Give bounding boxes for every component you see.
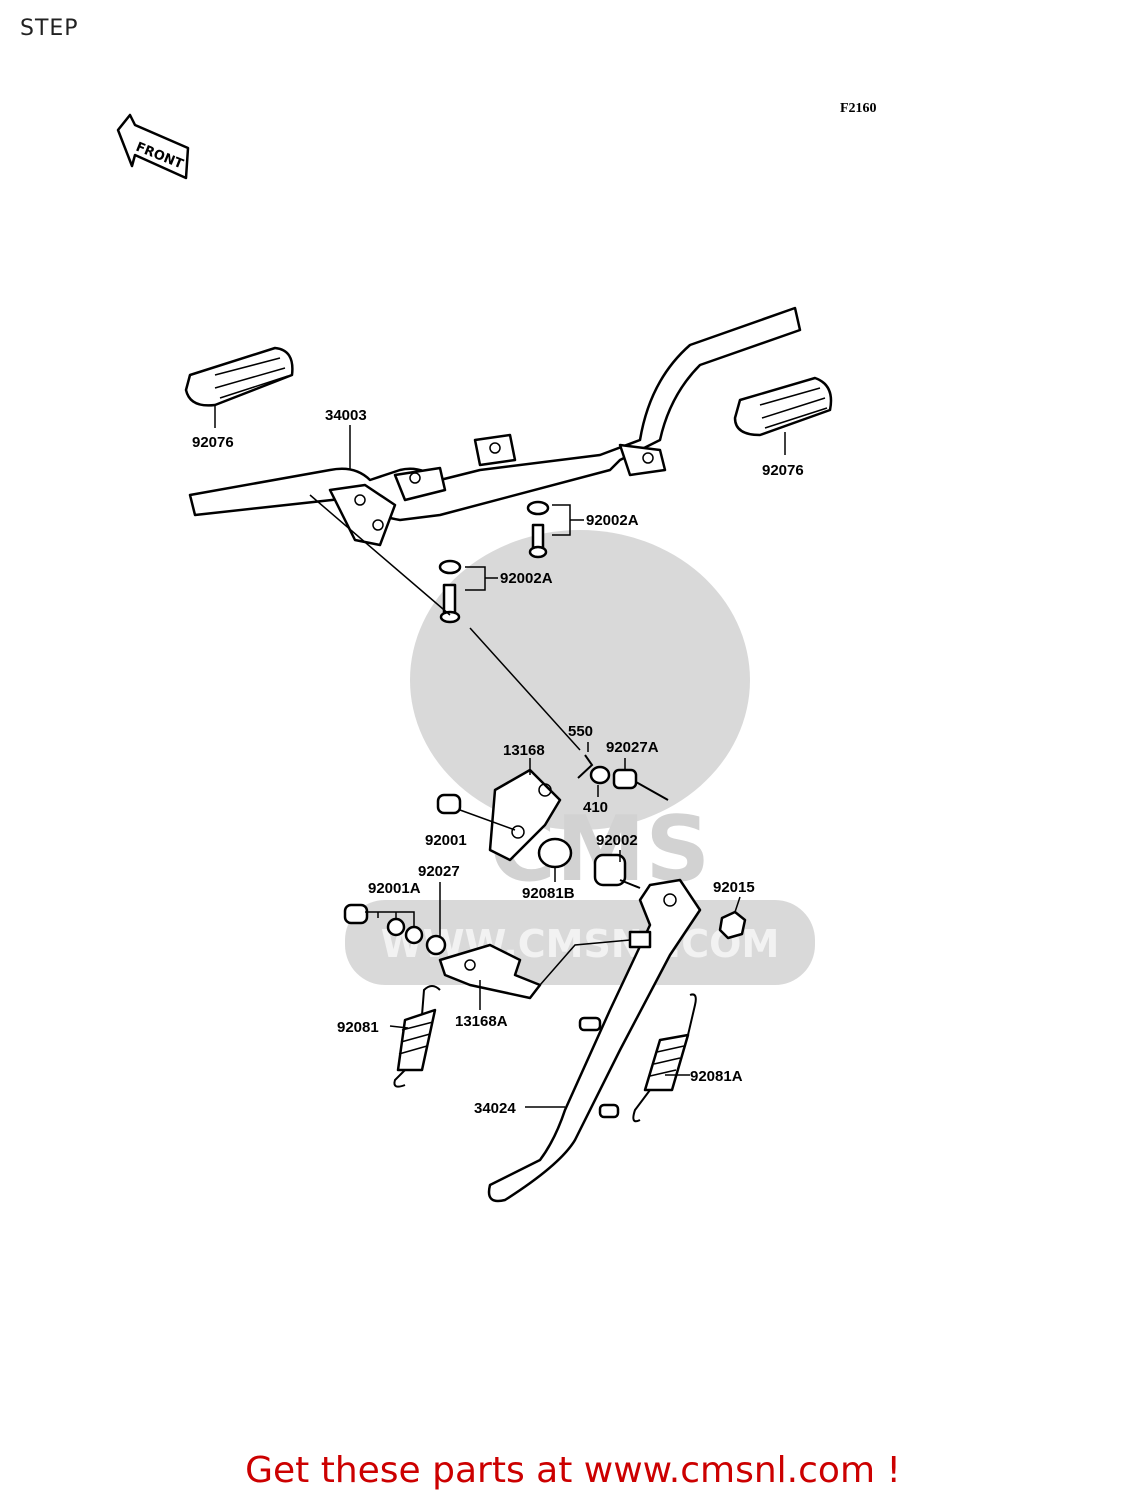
callout-92076-right: 92076 <box>762 462 804 479</box>
callout-92001A: 92001A <box>368 880 421 897</box>
side-stand <box>487 878 702 1203</box>
front-arrow-icon: FRONT <box>116 113 190 180</box>
footrest-rubber-left <box>184 346 294 407</box>
nut-92015 <box>718 910 747 940</box>
callouts: 92076 34003 92076 92002A 92002A 550 1316… <box>192 407 804 1117</box>
bolt-washer-lower <box>438 559 462 624</box>
spring-92081B-and-bolt-92002 <box>537 837 641 889</box>
bolt-92001 <box>436 793 462 815</box>
callout-92081A: 92081A <box>690 1068 743 1085</box>
callout-34003: 34003 <box>325 407 367 424</box>
leader-lines <box>214 405 786 1108</box>
callout-92081B: 92081B <box>522 885 575 902</box>
callout-13168: 13168 <box>503 742 545 759</box>
watermark: CMS WWW.CMSNL.COM <box>345 530 815 985</box>
promo-link[interactable]: Get these parts at www.cmsnl.com ! <box>245 1450 901 1491</box>
callout-92002A-lower: 92002A <box>500 570 553 587</box>
callout-13168A: 13168A <box>455 1013 508 1030</box>
callout-92002: 92002 <box>596 832 638 849</box>
bolt-washer-upper <box>526 500 550 559</box>
step-bar <box>188 306 802 547</box>
footrest-rubber-right <box>733 376 833 437</box>
diagram-code: F2160 <box>840 101 877 116</box>
callout-92027A: 92027A <box>606 739 659 756</box>
watermark-logo-face <box>410 530 750 830</box>
callout-34024: 34024 <box>474 1100 516 1117</box>
callout-92027: 92027 <box>418 863 460 880</box>
callout-410: 410 <box>583 799 608 816</box>
page-title: STEP <box>20 16 79 41</box>
spring-92081A <box>632 993 697 1123</box>
callout-92001: 92001 <box>425 832 467 849</box>
callout-92076-left: 92076 <box>192 434 234 451</box>
callout-550: 550 <box>568 723 593 740</box>
spring-92081 <box>393 985 441 1088</box>
callout-92002A-upper: 92002A <box>586 512 639 529</box>
callout-92015: 92015 <box>713 879 755 896</box>
bolt-washers-92001A <box>343 903 447 956</box>
pin-550-and-collar <box>577 754 669 801</box>
callout-92081: 92081 <box>337 1019 379 1036</box>
